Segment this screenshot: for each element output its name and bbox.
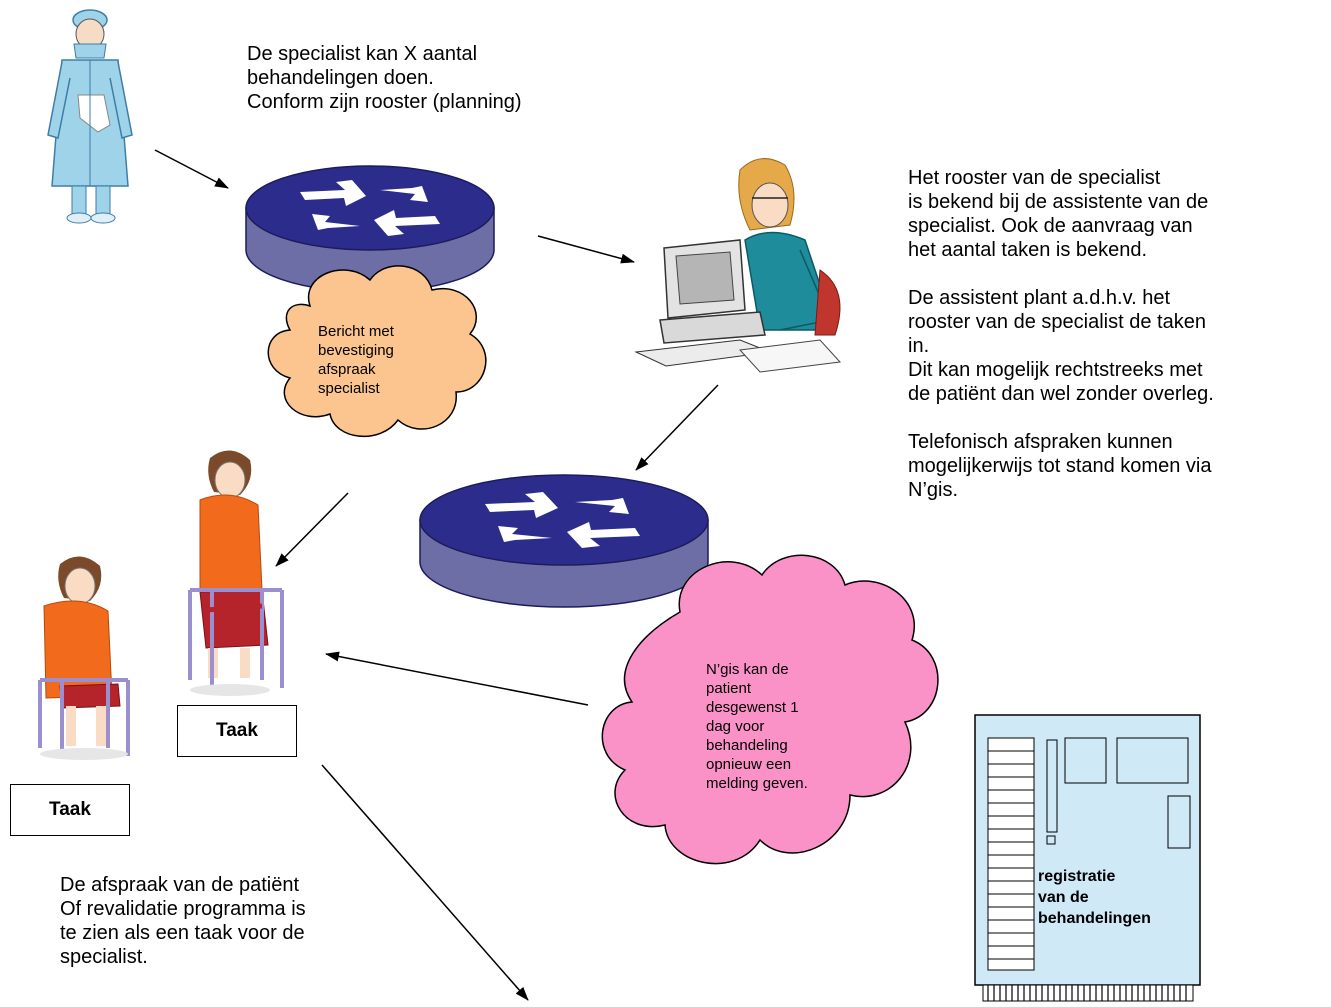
- cloud-confirmation-text: Bericht met bevestiging afspraak special…: [318, 323, 394, 397]
- arrow-task-to-registration: [321, 764, 529, 1001]
- patient-2-icon: [38, 556, 130, 760]
- cloud-ngis-text: N’gis kan de patient desgewenst 1 dag vo…: [706, 661, 808, 792]
- arrow-router-to-assistant: [537, 235, 635, 264]
- ngis-cloud: [601, 554, 939, 865]
- router-1-icon: [245, 165, 495, 293]
- specialist-note: De specialist kan X aantal behandelingen…: [247, 43, 522, 113]
- arrow-assistant-to-router2: [635, 384, 719, 471]
- assistant-at-computer-icon: [634, 158, 842, 373]
- confirmation-cloud: [267, 265, 487, 438]
- registration-board-icon: [974, 714, 1201, 1002]
- specialist-figure-icon: [47, 9, 133, 224]
- patient-1-icon: [188, 450, 284, 696]
- patient-note: De afspraak van de patiënt Of revalidati…: [60, 874, 306, 968]
- task-label-2: Taak: [10, 784, 130, 836]
- arrow-cloud-to-patient: [275, 492, 349, 567]
- assistant-note: Het rooster van de specialist is bekend …: [908, 167, 1214, 501]
- router-2-icon: [419, 474, 709, 608]
- arrow-specialist-to-router: [154, 149, 229, 189]
- arrow-ngis-to-patient: [325, 651, 589, 706]
- task-label-1: Taak: [177, 705, 297, 757]
- registration-label: registratie van de behandelingen: [1038, 868, 1151, 927]
